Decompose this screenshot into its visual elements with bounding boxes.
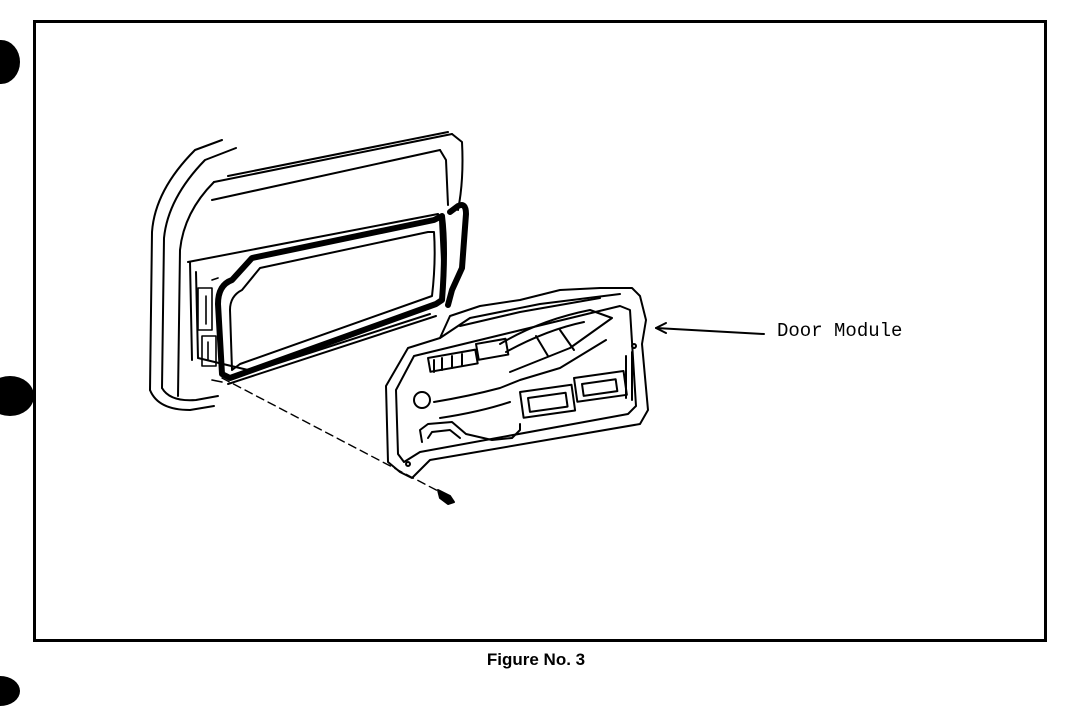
door-module-label: Door Module <box>777 320 903 342</box>
hinge-details <box>197 277 223 383</box>
binder-hole-top <box>0 40 20 84</box>
door-seal <box>215 202 469 381</box>
figure-frame <box>33 20 1047 642</box>
figure-caption: Figure No. 3 <box>486 650 586 669</box>
alignment-line <box>221 377 441 493</box>
module-panel <box>385 287 649 479</box>
door-seal-inner <box>227 231 437 385</box>
mounting-bolt <box>437 489 455 505</box>
callout-arrow <box>655 322 765 335</box>
door-frame <box>149 131 464 411</box>
door-module-illustration <box>149 131 765 505</box>
